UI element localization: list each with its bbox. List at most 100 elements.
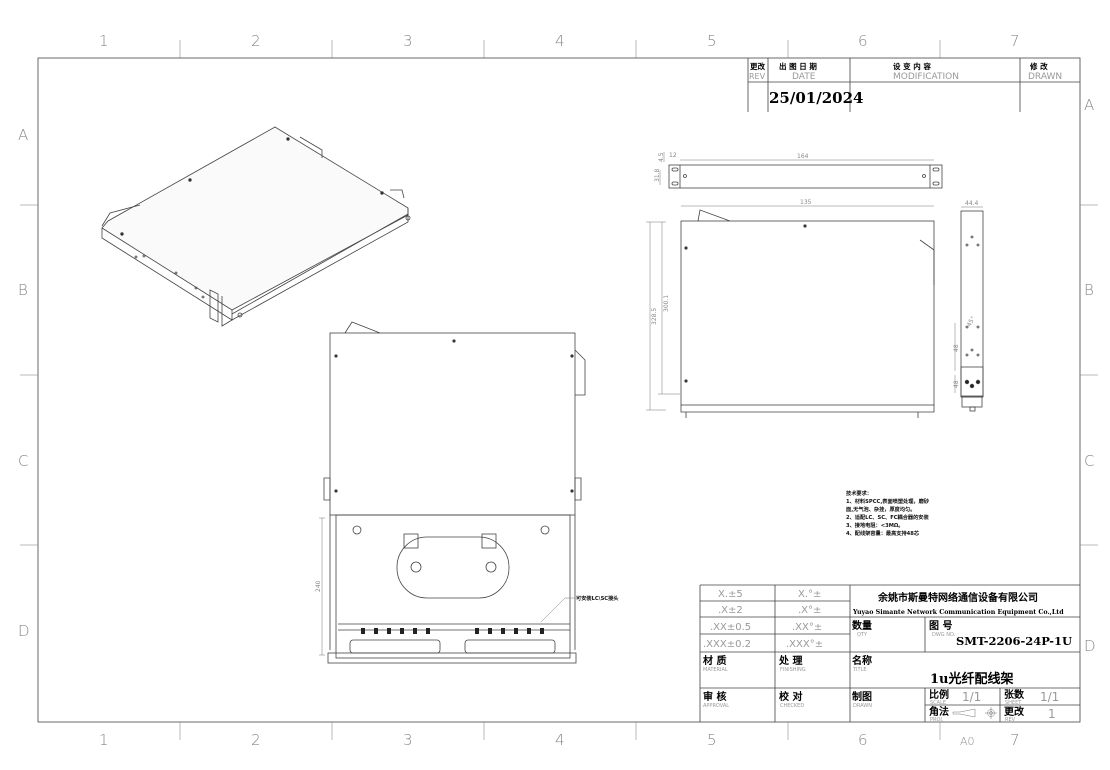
projection-symbol-icon (952, 707, 997, 719)
drawing-border (37, 57, 1081, 723)
approval-label-en: APPROVAL (703, 703, 729, 709)
checked-label-en: CHECKED (780, 703, 804, 709)
tech-note: 面,无气泡、杂挂，厚度均匀。 (846, 505, 915, 513)
scale-label-en: SCALE (930, 700, 946, 706)
sheet-label-en: SHEET (1005, 700, 1022, 706)
zone-label: 5 (707, 731, 717, 749)
dimension-side-width: 44.4 (965, 200, 979, 207)
dimension-inner-length: 300.1 (663, 295, 670, 312)
approval-label: 审 核 (703, 690, 726, 703)
rev-value: 1 (1048, 707, 1056, 721)
qty-label-en: QTY (857, 632, 868, 638)
scale-label: 比例 (929, 688, 949, 701)
zone-label: 5 (707, 32, 717, 50)
sheet-value: 1/1 (1040, 690, 1059, 704)
drawn-label: 修 改 (1029, 61, 1048, 71)
dimension-front-width: 164 (797, 153, 809, 160)
company-name: 余姚市斯曼特网络通信设备有限公司 (877, 591, 1038, 604)
zone-label: C (18, 452, 28, 470)
material-label-en: MATERIAL (703, 667, 728, 673)
rev-label-en: REV (749, 72, 766, 81)
modification-label: 设 变 内 容 (893, 61, 931, 71)
tolerance-angular: .X°± (798, 605, 821, 616)
part-title: 1u光纤配线架 (930, 671, 1014, 687)
drawn-label: 制图 (852, 690, 872, 703)
zone-label: 4 (555, 32, 565, 50)
tolerance-linear: .XXX±0.2 (703, 639, 751, 650)
projection-label-en: PROJ. (930, 717, 944, 723)
sheet-label: 张数 (1004, 688, 1025, 701)
material-label: 材 质 (703, 654, 726, 667)
dimension-hole-offset: 12 (669, 152, 677, 159)
zone-label: 6 (858, 32, 868, 50)
qty-label: 数量 (852, 619, 872, 632)
title-label-en: TITLE (852, 667, 867, 673)
dimension-hole-top: 4.5 (658, 152, 665, 162)
zone-label: C (1084, 452, 1094, 470)
tech-note: 1、材料SPCC,表面喷塑处理，磨砂 (846, 497, 930, 505)
dimension-depth: 135 (800, 199, 812, 206)
zone-rows: A B C D A B C D (18, 96, 1096, 655)
zone-label: 1 (99, 731, 109, 749)
dimension-side-b: 48 (953, 380, 960, 388)
technical-requirements: 技术要求： 1、材料SPCC,表面喷塑处理，磨砂 面,无气泡、杂挂，厚度均匀。 … (846, 489, 930, 537)
zone-columns-bottom: 1 2 3 4 5 6 7 (99, 731, 1020, 749)
zone-label: A (1084, 96, 1094, 114)
zone-label: 2 (251, 731, 261, 749)
tech-note: 3、接地电阻：<3MΩ。 (846, 521, 903, 529)
tech-note: 2、适配LC、SC、FC耦合器的安装 (846, 513, 929, 521)
dimension-side-angle: 45° (966, 315, 977, 328)
rev-label: 更改 (1004, 705, 1025, 718)
zone-label: B (18, 281, 28, 299)
side-view (646, 205, 935, 418)
zone-label: B (1084, 281, 1094, 299)
zone-label: 3 (403, 731, 413, 749)
finishing-label-en: FINISHING (780, 667, 806, 673)
top-view (323, 321, 586, 516)
zone-label: 6 (858, 731, 868, 749)
zone-label: D (18, 622, 30, 640)
zone-label: 7 (1010, 32, 1020, 50)
revision-date: 25/01/2024 (769, 89, 863, 107)
projection-label: 角法 (929, 705, 949, 718)
zone-label: D (1084, 637, 1096, 655)
dimension-hole-spacing: 31.8 (654, 168, 661, 182)
front-view (659, 152, 943, 189)
coupler-callout: 可安装LC\SC接头 (576, 594, 619, 602)
title-block: X.±5 X.°± .X±2 .X°± .XX±0.5 .XX°± .XXX±0… (699, 584, 1080, 723)
rev-label: 更改 (750, 61, 765, 71)
title-label: 名称 (852, 654, 872, 667)
rev-label-en: REV (1005, 717, 1016, 723)
finishing-label: 处 理 (778, 654, 802, 667)
zone-label: 7 (1010, 731, 1020, 749)
paper-size: A0 (960, 735, 975, 748)
scale-value: 1/1 (962, 690, 981, 704)
drawing-number: SMT-2206-24P-1U (956, 634, 1072, 648)
dimension-side-a: 48 (953, 344, 960, 352)
tech-notes-title: 技术要求： (846, 489, 872, 497)
tolerance-angular: .XX°± (792, 622, 822, 633)
dwg-no-label-en: DWG NO. (932, 632, 956, 638)
dimension-overall-length: 328.5 (651, 308, 658, 325)
isometric-view (101, 126, 411, 327)
tolerance-angular: .XXX°± (786, 639, 823, 650)
zone-label: 3 (403, 32, 413, 50)
modification-label-en: MODIFICATION (893, 72, 959, 82)
revision-block: 更改 REV 出 图 日 期 DATE 设 变 内 容 MODIFICATION… (747, 58, 1080, 112)
zone-ticks (20, 40, 1098, 740)
drawer-view (319, 514, 577, 664)
checked-label: 校 对 (779, 690, 802, 703)
zone-columns-top: 1 2 3 4 5 6 7 (99, 32, 1020, 50)
tolerance-linear: .XX±0.5 (710, 622, 751, 633)
date-label-en: DATE (792, 72, 816, 82)
drawn-label-en: DRAWN (853, 703, 872, 709)
zone-label: 4 (555, 731, 565, 749)
tolerance-linear: X.±5 (718, 589, 743, 600)
tolerance-linear: .X±2 (718, 605, 743, 616)
zone-label: 1 (99, 32, 109, 50)
drawn-label-en: DRAWN (1028, 72, 1062, 82)
tech-note: 4、配线架容量：最高支持48芯 (846, 529, 920, 537)
company-name-en: Yuyao Simante Network Communication Equi… (852, 609, 1064, 616)
tolerance-angular: X.°± (798, 589, 821, 600)
